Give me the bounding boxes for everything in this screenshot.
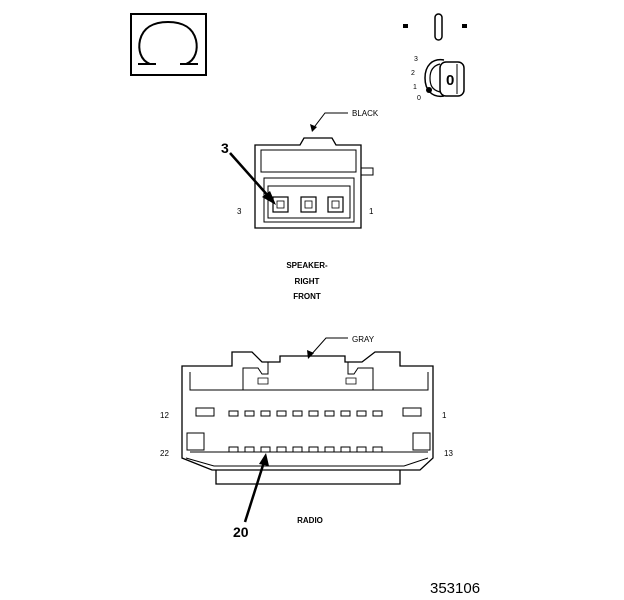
radio-caption: RADIO xyxy=(297,516,323,525)
ignition-key-icon: 3 2 1 0 0 xyxy=(403,13,467,102)
radio-terminal-slot xyxy=(260,446,271,453)
ignition-key-label: 0 xyxy=(446,72,454,89)
ignition-position-3: 3 xyxy=(414,56,418,63)
radio-pin-label-top-right: 1 xyxy=(442,411,447,420)
radio-terminal-slot xyxy=(276,446,287,453)
speaker-cavity-2 xyxy=(300,196,317,213)
speaker-pin-label-right: 1 xyxy=(369,207,374,216)
ignition-position-2: 2 xyxy=(411,70,415,77)
radio-terminal-slot xyxy=(244,446,255,453)
radio-terminal-row-bottom xyxy=(228,446,383,453)
radio-terminal-row-top xyxy=(228,410,383,417)
radio-connector-color-label: GRAY xyxy=(352,335,375,344)
radio-terminal-slot xyxy=(324,446,335,453)
radio-terminal-slot xyxy=(292,410,303,417)
speaker-connector-color-label: BLACK xyxy=(352,109,379,118)
radio-pin-label-bottom-left: 22 xyxy=(160,449,169,458)
radio-terminal-slot xyxy=(308,446,319,453)
radio-terminal-slot xyxy=(276,410,287,417)
ignition-position-0: 0 xyxy=(417,95,421,102)
radio-terminal-slot xyxy=(340,446,351,453)
radio-pin-label-bottom-right: 13 xyxy=(444,449,453,458)
radio-terminal-slot xyxy=(356,410,367,417)
speaker-cavity-3 xyxy=(272,196,289,213)
radio-pin-label-top-left: 12 xyxy=(160,411,169,420)
radio-terminal-slot xyxy=(356,446,367,453)
radio-terminal-slot xyxy=(228,410,239,417)
radio-terminal-slot xyxy=(372,410,383,417)
radio-connector: GRAY 12 1 22 13 20 RADIO xyxy=(160,335,453,540)
figure-number: 353106 xyxy=(430,580,480,597)
ignition-position-1: 1 xyxy=(413,84,417,91)
speaker-pin-label-left: 3 xyxy=(237,207,242,216)
speaker-cavity-1 xyxy=(327,196,344,213)
radio-terminal-slot xyxy=(228,446,239,453)
speaker-connector: BLACK 3 1 3 SPEAKER- RIGHT FRONT xyxy=(221,109,379,301)
radio-terminal-slot xyxy=(340,410,351,417)
radio-terminal-slot xyxy=(372,446,383,453)
speaker-callout-number: 3 xyxy=(221,140,229,156)
radio-terminal-slot xyxy=(292,446,303,453)
radio-terminal-slot xyxy=(260,410,271,417)
omega-symbol-icon xyxy=(130,13,207,76)
radio-terminal-slot xyxy=(324,410,335,417)
speaker-caption-line2: RIGHT xyxy=(295,277,320,286)
radio-callout-number: 20 xyxy=(233,524,249,540)
speaker-caption-line3: FRONT xyxy=(293,292,321,301)
radio-terminal-slot xyxy=(308,410,319,417)
radio-terminal-slot xyxy=(244,410,255,417)
speaker-caption-line1: SPEAKER- xyxy=(286,261,328,270)
